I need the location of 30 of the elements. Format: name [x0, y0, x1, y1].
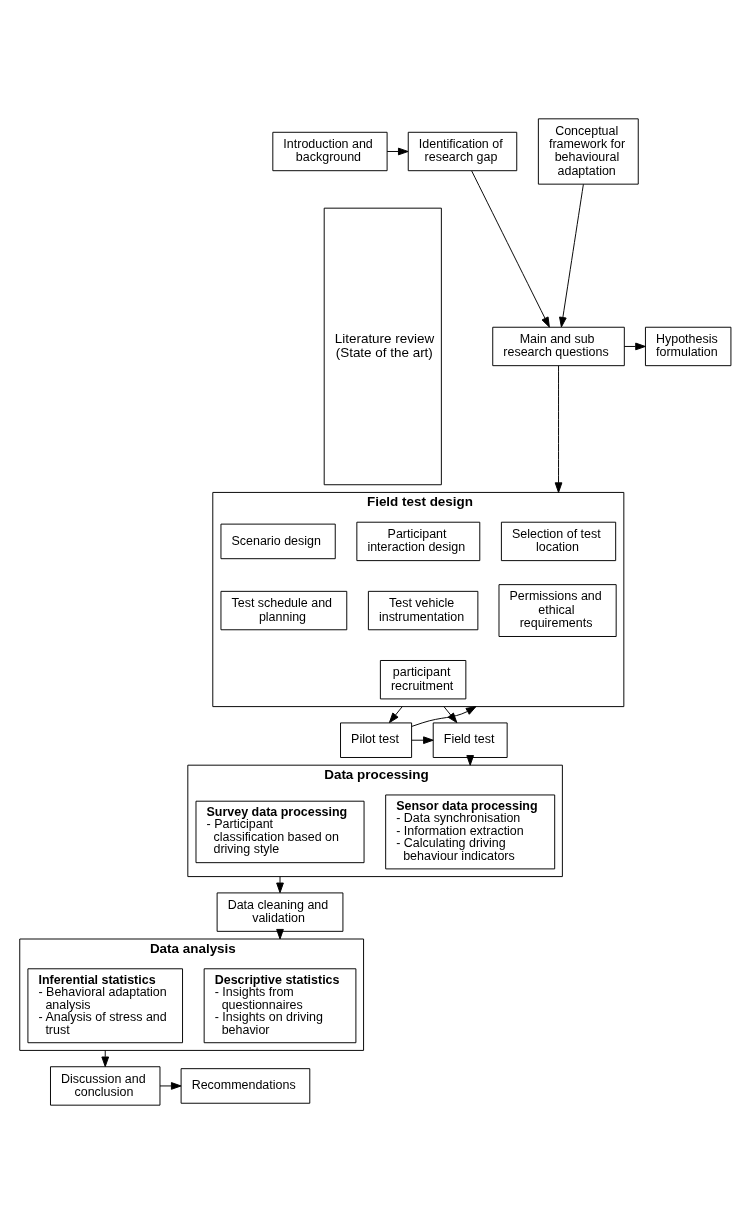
node-box: Selection of test location	[500, 521, 617, 562]
arrow	[559, 183, 584, 328]
node-box: Main and sub research questions	[492, 326, 625, 367]
arrow	[388, 706, 403, 724]
arrow	[101, 1049, 110, 1068]
arrow	[411, 736, 434, 745]
node-box: Sensor data processing - Data synchronisation - Information extraction - Calculating driving behaviour indicators	[385, 794, 556, 870]
node-box: Participant interaction design	[356, 521, 481, 562]
arrow	[386, 147, 409, 156]
arrow	[471, 170, 550, 328]
node-box: Identification of research gap	[407, 131, 518, 172]
node-box: Descriptive statistics - Insights from questionnaires - Insights on driving behavior	[203, 968, 357, 1044]
node-box: Conceptual framework for behavioural adaptation	[537, 118, 639, 185]
node-box: Recommendations	[180, 1068, 311, 1104]
node-box: Test vehicle instrumentation	[367, 590, 479, 631]
node-box: Scenario design	[220, 523, 336, 560]
node-box: Introduction and background	[272, 131, 388, 172]
node-box: Literature review (State of the art)	[323, 207, 442, 486]
arrow	[276, 876, 284, 894]
arrow	[554, 365, 563, 493]
node-box: Discussion and conclusion	[50, 1066, 161, 1106]
node-box: Pilot test	[340, 722, 413, 758]
arrow	[623, 342, 646, 351]
node-box: participant recruitment	[379, 660, 467, 700]
node-box: Survey data processing - Participant classification based on driving style	[195, 800, 365, 864]
node-box: Hypothesis formulation	[644, 326, 732, 367]
node-box: Test schedule and planning	[220, 590, 348, 631]
arrow	[159, 1082, 182, 1090]
node-box: Permissions and ethical requirements	[498, 584, 617, 637]
node-box: Inferential statistics - Behavioral adaptation analysis - Analysis of stress and trust	[27, 968, 183, 1044]
